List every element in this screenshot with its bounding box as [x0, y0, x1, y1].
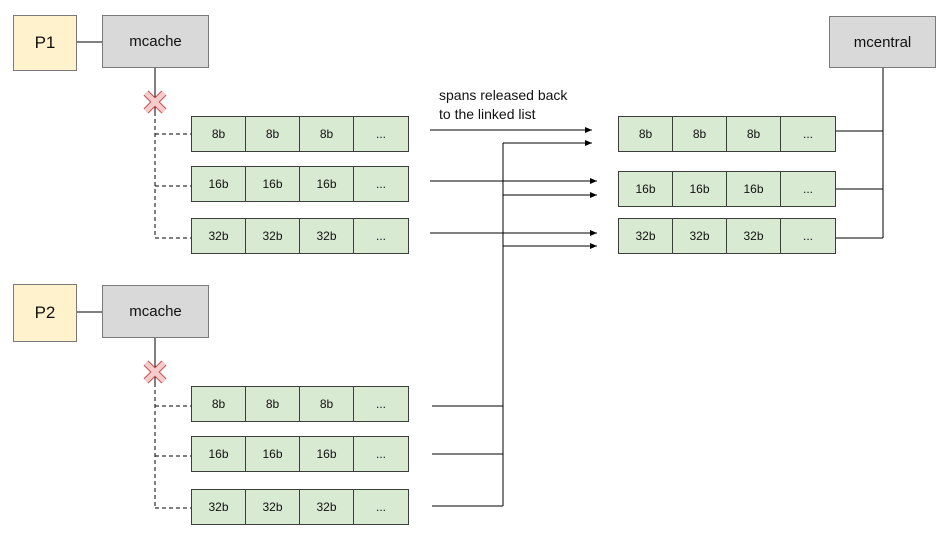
- processor-p1: P1: [13, 15, 77, 71]
- span-cell: ...: [353, 386, 409, 422]
- span-cell: ...: [353, 489, 409, 525]
- span-cell: 32b: [299, 218, 354, 254]
- span-cell: 32b: [299, 489, 354, 525]
- span-cell: ...: [353, 218, 409, 254]
- span-cell: ...: [353, 166, 409, 202]
- span-cell: 16b: [245, 436, 300, 472]
- span-cell: 16b: [299, 436, 354, 472]
- span-cell: 8b: [618, 116, 673, 152]
- span-cell: 16b: [299, 166, 354, 202]
- span-cell: 8b: [191, 386, 246, 422]
- mcache-p1: mcache: [102, 15, 209, 68]
- span-cell: 16b: [672, 171, 727, 207]
- span-cell: 32b: [191, 218, 246, 254]
- span-cell: ...: [353, 116, 409, 152]
- span-cell: 32b: [618, 218, 673, 254]
- span-cell: 8b: [245, 116, 300, 152]
- span-cell: 32b: [672, 218, 727, 254]
- span-cell: 32b: [726, 218, 781, 254]
- detach-x-icon: [143, 360, 167, 384]
- span-cell: ...: [780, 218, 836, 254]
- mcentral: mcentral: [829, 16, 936, 68]
- release-annotation: spans released back to the linked list: [439, 86, 567, 124]
- span-cell: 32b: [245, 218, 300, 254]
- span-cell: ...: [780, 116, 836, 152]
- span-cell: 8b: [726, 116, 781, 152]
- span-cell: 16b: [191, 166, 246, 202]
- span-cell: 8b: [299, 386, 354, 422]
- span-cell: 16b: [618, 171, 673, 207]
- span-cell: 16b: [191, 436, 246, 472]
- span-cell: 8b: [299, 116, 354, 152]
- span-cell: 8b: [672, 116, 727, 152]
- span-cell: 16b: [245, 166, 300, 202]
- annotation-line-2: to the linked list: [439, 106, 536, 122]
- processor-p2: P2: [13, 284, 77, 342]
- detach-x-icon: [143, 90, 167, 114]
- span-cell: 32b: [245, 489, 300, 525]
- span-cell: 16b: [726, 171, 781, 207]
- span-cell: 32b: [191, 489, 246, 525]
- annotation-line-1: spans released back: [439, 87, 568, 103]
- span-cell: ...: [780, 171, 836, 207]
- span-cell: ...: [353, 436, 409, 472]
- span-cell: 8b: [245, 386, 300, 422]
- span-cell: 8b: [191, 116, 246, 152]
- mcache-p2: mcache: [102, 285, 209, 338]
